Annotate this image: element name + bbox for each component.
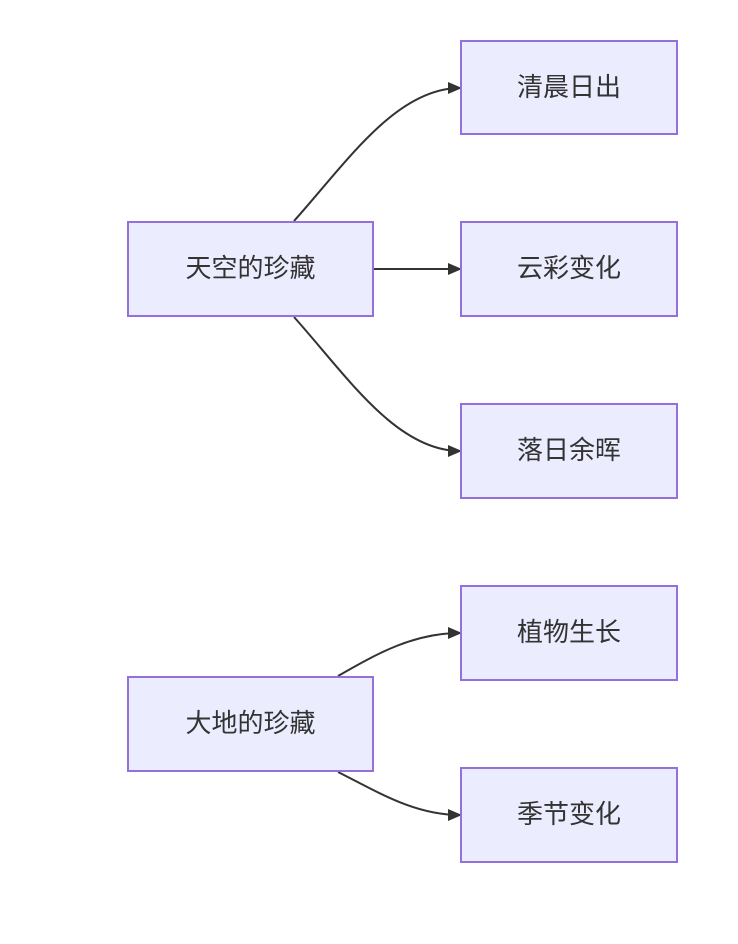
edge-sky-to-sunrise [293,82,462,222]
node-sunset-glow-label: 落日余晖 [516,436,621,466]
node-morning-sunrise[interactable]: 清晨日出 [460,40,678,135]
node-earth-treasures-label: 大地的珍藏 [185,709,316,739]
node-earth-treasures[interactable]: 大地的珍藏 [127,676,374,772]
node-sky-treasures-label: 天空的珍藏 [185,254,316,284]
node-sunset-glow[interactable]: 落日余晖 [460,403,678,499]
node-morning-sunrise-label: 清晨日出 [516,72,621,103]
node-sky-treasures[interactable]: 天空的珍藏 [127,221,374,317]
node-season-change-label: 季节变化 [516,800,621,830]
node-cloud-change[interactable]: 云彩变化 [460,221,678,317]
edge-sky-to-sunset [293,316,462,457]
node-plant-growth[interactable]: 植物生长 [460,585,678,681]
edge-earth-to-plant-growth [337,627,462,677]
node-plant-growth-label: 植物生长 [516,618,621,648]
node-season-change[interactable]: 季节变化 [460,767,678,863]
edge-earth-to-season-change [337,771,462,821]
node-cloud-change-label: 云彩变化 [516,254,621,284]
